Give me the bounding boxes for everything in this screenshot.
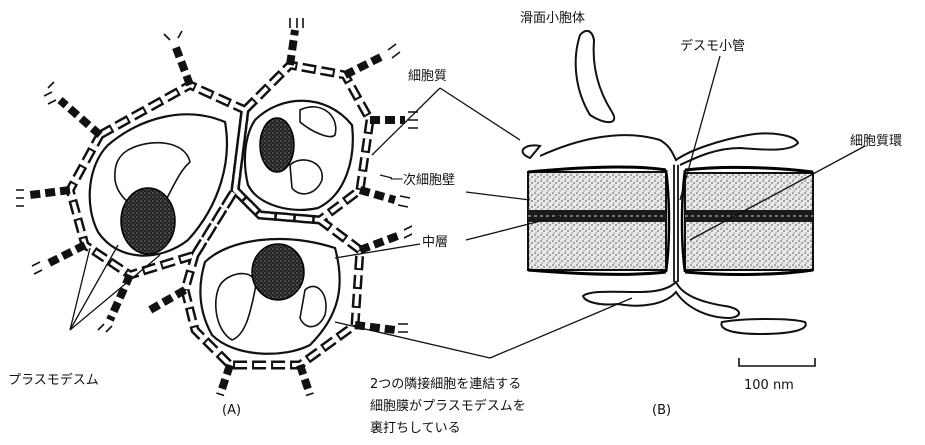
panel-b-cross-section (523, 31, 813, 334)
label-primary-wall: 一次細胞壁 (390, 172, 455, 188)
label-desmotubule: デスモ小管 (680, 38, 745, 54)
panel-a-label: (A) (222, 403, 241, 418)
label-plasmodesmata: プラスモデスム (8, 372, 99, 388)
caption-line-3: 裏打ちしている (370, 421, 461, 436)
label-smooth-er: 滑面小胞体 (520, 11, 585, 26)
caption-line-1: 2つの隣接細胞を連結する (370, 376, 521, 392)
scale-bar-label: 100 nm (744, 378, 794, 393)
panel-b-label: (B) (652, 403, 671, 418)
label-middle-lamella: 中層 (422, 235, 448, 250)
caption-line-2: 細胞膜がプラスモデスムを (370, 398, 526, 414)
label-cytoplasmic-sleeve: 細胞質環 (850, 134, 902, 149)
panel-a-cells (16, 18, 418, 395)
scale-bar (739, 358, 815, 366)
label-cytoplasm: 細胞質 (408, 69, 447, 84)
